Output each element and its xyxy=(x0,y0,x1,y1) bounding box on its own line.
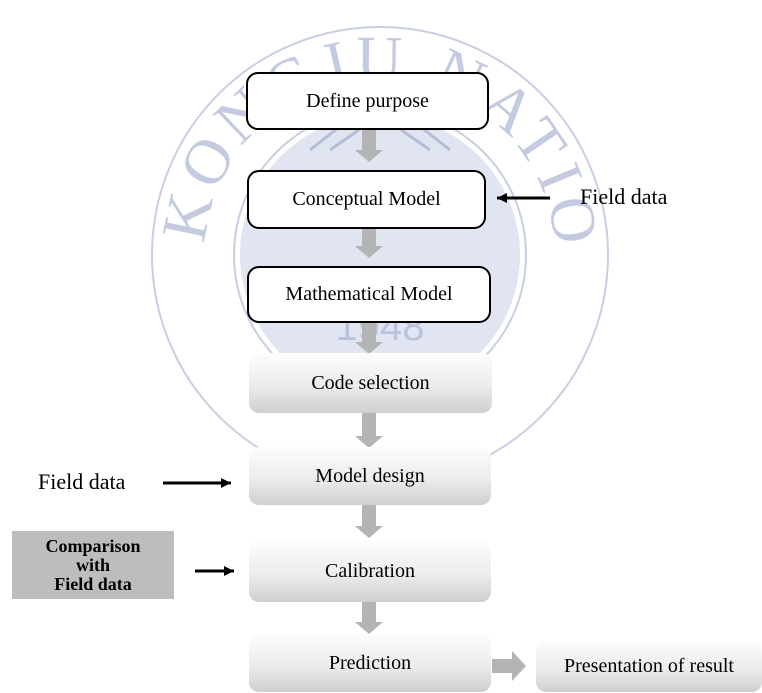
presentation-of-result: Presentation of result xyxy=(536,640,762,692)
connector-arrow-1 xyxy=(355,130,383,162)
step-define-purpose: Define purpose xyxy=(246,72,489,130)
connector-arrow-5 xyxy=(355,505,383,538)
field-data-label-design: Field data xyxy=(38,469,126,494)
step-code-selection: Code selection xyxy=(249,353,492,413)
comparison-line-1: Comparison xyxy=(45,535,141,556)
connector-arrow-6 xyxy=(355,602,383,634)
connector-arrow-4 xyxy=(355,413,383,448)
comparison-with-field-data-box: Comparison with Field data xyxy=(12,531,174,599)
connector-arrow-3 xyxy=(355,323,383,354)
output-arrow xyxy=(492,651,526,681)
comparison-line-2: with xyxy=(75,554,110,575)
step-model-design: Model design xyxy=(249,447,491,505)
connector-arrow-2 xyxy=(355,229,383,258)
step-calibration: Calibration xyxy=(249,541,491,602)
comparison-line-3: Field data xyxy=(54,573,132,594)
step-mathematical-model: Mathematical Model xyxy=(247,266,491,323)
field-data-label-conceptual: Field data xyxy=(580,184,668,209)
step-prediction: Prediction xyxy=(249,634,491,692)
step-conceptual-model: Conceptual Model xyxy=(247,170,486,229)
